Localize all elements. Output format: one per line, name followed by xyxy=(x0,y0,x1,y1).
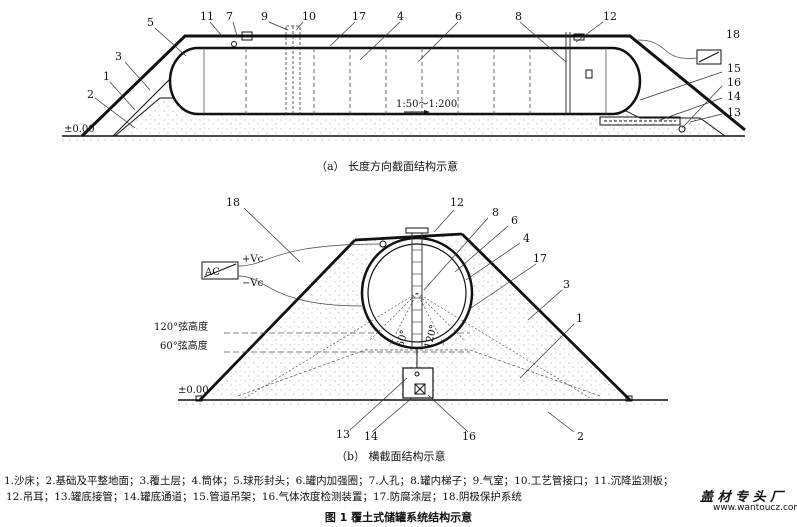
label-a-7: 7 xyxy=(226,10,233,23)
legend-line-2: 12.吊耳；13.罐底接管；14.罐底通道；15.管道吊架；16.气体浓度检测装… xyxy=(6,491,522,503)
label-b-14: 14 xyxy=(364,430,378,443)
vminus-label: −Vc xyxy=(242,278,264,289)
label-b-17: 17 xyxy=(533,252,547,265)
label-b-16: 16 xyxy=(462,430,476,443)
watermark-logo: 盖 材 专 头 厂 xyxy=(700,490,784,505)
label-a-14: 14 xyxy=(727,90,741,103)
label-a-17: 17 xyxy=(352,10,366,23)
tank-shell-a xyxy=(168,46,642,116)
label-a-1: 1 xyxy=(103,70,110,83)
label-a-16: 16 xyxy=(727,76,741,89)
label-a-10: 10 xyxy=(302,10,316,23)
ground-level-b: ±0.00 xyxy=(178,385,209,396)
ground-level-a: ±0.00 xyxy=(64,124,95,135)
watermark-url: www.wantoucz.com xyxy=(713,503,797,513)
label-a-11: 11 xyxy=(200,10,214,23)
diagram-canvas: 1 2 3 4 5 6 7 8 9 10 11 12 13 14 15 16 1… xyxy=(62,10,746,463)
figure-title: 图 1 覆土式储罐系统结构示意 xyxy=(324,511,473,524)
cross-section xyxy=(178,207,668,433)
ac-box-label: AC xyxy=(204,267,220,278)
label-a-13: 13 xyxy=(727,106,741,119)
label-b-3: 3 xyxy=(563,278,570,291)
chord-60-label: 60°弦高度 xyxy=(160,339,208,352)
label-a-9: 9 xyxy=(261,10,268,23)
label-a-6: 6 xyxy=(455,10,462,23)
caption-a: （a） 长度方向截面结构示意 xyxy=(316,159,458,173)
label-a-2: 2 xyxy=(87,88,94,101)
label-b-8: 8 xyxy=(492,206,499,219)
label-b-2: 2 xyxy=(577,430,584,443)
label-b-13: 13 xyxy=(336,428,350,441)
label-a-3: 3 xyxy=(115,50,122,63)
label-b-4: 4 xyxy=(523,232,530,245)
label-a-5: 5 xyxy=(147,16,154,29)
cover-soil-a xyxy=(80,34,746,138)
label-b-18: 18 xyxy=(226,196,240,209)
label-a-12: 12 xyxy=(603,10,617,23)
label-a-15: 15 xyxy=(727,62,741,75)
angle-60-label: 60° xyxy=(395,329,410,349)
slope-ratio: 1:50～1:200 xyxy=(396,99,457,110)
label-b-12: 12 xyxy=(450,196,464,209)
chord-120-label: 120°弦高度 xyxy=(154,320,208,333)
label-b-1: 1 xyxy=(576,312,583,325)
labels-b: 18 12 8 6 4 17 3 1 2 13 14 16 120°弦高度 60… xyxy=(154,196,584,463)
label-a-8: 8 xyxy=(515,10,522,23)
label-a-4: 4 xyxy=(397,10,404,23)
caption-b: （b） 横截面结构示意 xyxy=(336,449,446,463)
longitudinal-section xyxy=(62,21,746,141)
legend-line-1: 1.沙床；2.基础及平整地面；3.覆土层；4.筒体；5.球形封头；6.罐内加强圈… xyxy=(4,475,674,487)
labels-a: 1 2 3 4 5 6 7 8 9 10 11 12 13 14 15 16 1… xyxy=(64,10,741,173)
label-a-18: 18 xyxy=(726,28,740,41)
label-b-6: 6 xyxy=(511,214,518,227)
vplus-label: +Vc xyxy=(242,254,264,265)
